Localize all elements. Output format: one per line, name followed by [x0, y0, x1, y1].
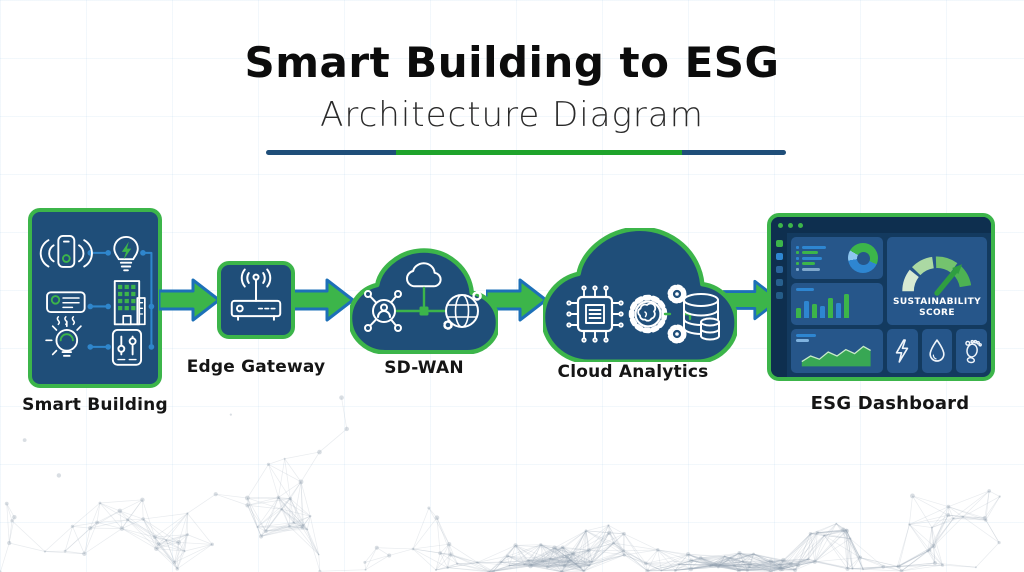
window-dot	[798, 222, 803, 228]
bar	[796, 308, 801, 318]
bar	[844, 294, 849, 318]
tile-caption	[796, 339, 809, 342]
legend-row	[796, 251, 842, 254]
flow-arrow-1	[159, 278, 221, 322]
window-dot	[778, 222, 783, 228]
cloud-analytics-label: Cloud Analytics	[557, 362, 709, 382]
area-fill	[801, 346, 871, 367]
window-sidebar	[771, 233, 787, 377]
bar-chart-icon	[796, 294, 878, 318]
flow-arrow-2	[293, 278, 355, 322]
area-chart-tile	[791, 329, 883, 373]
legend-row	[796, 256, 842, 260]
sidebar-square	[775, 292, 783, 299]
gauge-segment	[912, 256, 935, 276]
cloud-analytics-node	[543, 228, 737, 362]
sd-wan-node	[350, 248, 498, 354]
ai-brain-gears-icon	[628, 284, 692, 344]
smart-building-node	[28, 208, 162, 388]
esg-dashboard-label: ESG Dashboard	[810, 393, 970, 414]
ac-unit-icon	[46, 291, 86, 326]
legend-row	[796, 267, 842, 271]
network-hub-icon	[364, 290, 402, 332]
kpi-tile-energy	[887, 329, 918, 373]
legend-row	[796, 245, 842, 249]
database-icon	[683, 293, 720, 341]
sd-wan-label: SD-WAN	[384, 358, 464, 378]
kpi-tile-water	[921, 329, 953, 373]
smart-building-label: Smart Building	[22, 395, 168, 415]
kpi-tile-carbon	[956, 329, 988, 373]
tile-caption	[796, 288, 814, 291]
divider-green-middle	[396, 150, 682, 155]
page-subtitle: Architecture Diagram	[320, 95, 704, 135]
sidebar-square	[775, 266, 783, 273]
sliders-icon	[111, 329, 143, 366]
router-icon	[230, 268, 282, 321]
bar-chart-tile	[791, 283, 883, 325]
window-dot	[788, 222, 793, 228]
smart-building-icons	[39, 235, 155, 366]
energy-bolt-icon	[896, 339, 909, 363]
divider-blue-left	[266, 150, 396, 155]
sidebar-square	[775, 279, 783, 286]
smart-bulb-icon	[113, 235, 139, 272]
sidebar-square	[775, 240, 783, 247]
green-connector	[394, 286, 447, 313]
gauge-icon	[902, 256, 972, 296]
dashboard-grid: SUSTAINABILITY SCORE	[787, 233, 991, 377]
bar	[820, 306, 825, 318]
bar	[804, 301, 809, 318]
sustainability-score-label-1: SUSTAINABILITY	[892, 296, 982, 307]
esg-dashboard-node: SUSTAINABILITY SCORE	[767, 213, 995, 381]
cloud-shape	[543, 229, 737, 362]
divider-blue-right	[682, 150, 786, 155]
gauge-needle-arrow	[934, 263, 963, 296]
lightbulb-icon	[45, 320, 82, 357]
sustainability-score-tile: SUSTAINABILITY SCORE	[887, 237, 987, 325]
sidebar-square	[775, 253, 783, 260]
area-line	[801, 345, 871, 363]
donut-chart-icon	[848, 243, 878, 273]
chip-icon	[566, 285, 624, 343]
tile-caption	[796, 334, 816, 337]
gauge-segment	[902, 269, 920, 292]
building-icon	[113, 280, 146, 326]
connector-lines	[87, 250, 155, 350]
water-drop-icon	[929, 339, 945, 362]
cloud-icon	[407, 263, 441, 286]
window-titlebar	[771, 217, 991, 233]
bar	[828, 298, 833, 318]
donut-chart-tile	[791, 237, 883, 279]
gauge-segment	[935, 256, 958, 273]
page-title: Smart Building to ESG	[244, 38, 780, 87]
bar	[836, 303, 841, 318]
globe-icon	[443, 291, 482, 330]
area-chart-icon	[801, 345, 871, 367]
edge-gateway-node	[217, 261, 295, 339]
legend-row	[796, 262, 842, 265]
edge-gateway-label: Edge Gateway	[186, 357, 326, 377]
title-divider	[266, 150, 786, 155]
legend-lines	[796, 245, 842, 271]
wireless-sensor-icon	[39, 235, 93, 268]
bar	[812, 304, 817, 318]
sustainability-score-label-2: SCORE	[919, 308, 955, 318]
carbon-footprint-icon	[964, 339, 982, 364]
